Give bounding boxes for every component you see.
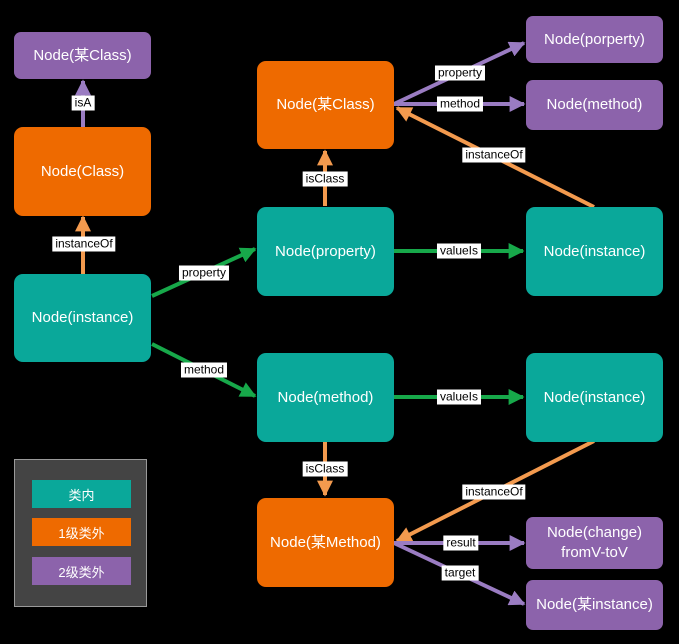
edge-label-instanceof-bottom: instanceOf <box>462 484 526 500</box>
legend: 类内 1级类外 2级类外 <box>14 459 147 607</box>
edge-label-method-top: method <box>436 96 484 112</box>
legend-item-outer1: 1级类外 <box>32 518 131 546</box>
edge-label-instanceof-left: instanceOf <box>52 236 116 252</box>
node-porperty[interactable]: Node(porperty) <box>526 16 663 63</box>
node-property-center[interactable]: Node(property) <box>257 207 394 296</box>
edge-label-valueis-top: valueIs <box>436 243 482 259</box>
node-method-class[interactable]: Node(某Method) <box>257 498 394 587</box>
edge-label-valueis-mid: valueIs <box>436 389 482 405</box>
edge-label-isclass-bottom: isClass <box>302 461 348 477</box>
legend-item-inner: 类内 <box>32 480 131 508</box>
node-instance-left[interactable]: Node(instance) <box>14 274 151 362</box>
edge-label-result: result <box>443 535 479 551</box>
node-class-generic[interactable]: Node(某Class) <box>14 32 151 79</box>
edge-label-instanceof-top: instanceOf <box>462 147 526 163</box>
node-instance-right-top[interactable]: Node(instance) <box>526 207 663 296</box>
edge-label-target: target <box>441 565 479 581</box>
legend-item-outer2: 2级类外 <box>32 557 131 585</box>
node-class-center[interactable]: Node(某Class) <box>257 61 394 149</box>
node-method-right[interactable]: Node(method) <box>526 80 663 130</box>
edge-label-isclass-top: isClass <box>302 171 348 187</box>
edge-label-property-left: property <box>178 265 230 281</box>
node-method-center[interactable]: Node(method) <box>257 353 394 442</box>
edge-label-method-left: method <box>180 362 228 378</box>
node-instance-some[interactable]: Node(某instance) <box>526 580 663 630</box>
node-class[interactable]: Node(Class) <box>14 127 151 216</box>
edge-label-property-top: property <box>434 65 486 81</box>
node-change[interactable]: Node(change) fromV-toV <box>526 517 663 569</box>
node-instance-right-mid[interactable]: Node(instance) <box>526 353 663 442</box>
edge-label-isa: isA <box>71 95 95 111</box>
